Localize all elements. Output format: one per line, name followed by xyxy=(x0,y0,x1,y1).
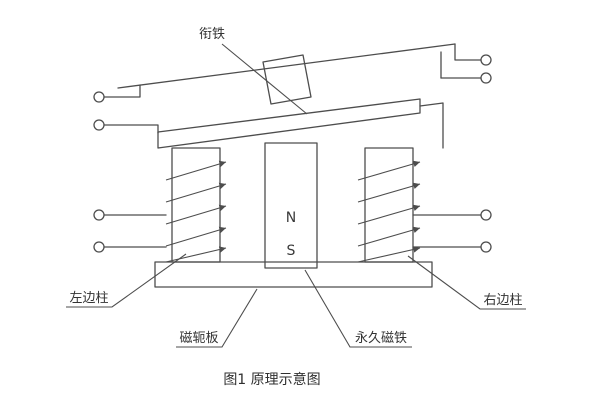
wire-line xyxy=(454,43,482,61)
leader-armature xyxy=(221,43,308,115)
label-left-column: 左边柱 xyxy=(69,291,108,306)
coil-winding-line xyxy=(357,226,421,247)
coil-winding-line xyxy=(165,160,227,181)
terminal-circle xyxy=(93,119,105,131)
right-coil-winding xyxy=(357,160,421,263)
armature-bar xyxy=(157,98,421,149)
coil-winding-line xyxy=(357,246,421,263)
wire-line xyxy=(103,124,159,134)
wire-line xyxy=(419,102,444,149)
contact-block xyxy=(262,54,312,105)
right-coil-column xyxy=(364,147,414,263)
magnet-pole-n: N xyxy=(286,210,296,226)
upper-spring-line xyxy=(117,43,456,89)
coil-winding-line xyxy=(165,226,227,247)
top-right-wiring xyxy=(419,43,482,149)
label-armature: 衔铁 xyxy=(199,27,225,42)
label-yoke-plate: 磁轭板 xyxy=(179,330,218,346)
terminals xyxy=(93,54,492,253)
label-right-column: 右边柱 xyxy=(483,293,522,308)
figure-caption: 图1 原理示意图 xyxy=(223,371,320,388)
yoke-base-plate xyxy=(154,261,433,288)
coil-winding-line xyxy=(357,182,421,203)
coil-winding-line xyxy=(357,160,421,181)
leader-lines xyxy=(66,43,526,348)
left-wiring xyxy=(103,84,167,248)
leader-permanent-magnet xyxy=(304,269,412,348)
magnet-pole-s: S xyxy=(287,243,296,259)
terminal-circle xyxy=(93,241,105,253)
leader-yoke-plate xyxy=(176,288,258,348)
terminal-circle xyxy=(480,54,492,66)
terminal-circle xyxy=(93,209,105,221)
leader-left-column xyxy=(66,253,187,308)
leader-right-column xyxy=(407,255,526,310)
left-coil-winding xyxy=(165,160,227,263)
terminal-circle xyxy=(480,72,492,84)
terminal-circle xyxy=(480,209,492,221)
label-permanent-magnet: 永久磁铁 xyxy=(355,331,407,346)
wire-line xyxy=(103,84,141,98)
terminal-circle xyxy=(480,241,492,253)
left-coil-column xyxy=(171,147,221,263)
coil-winding-line xyxy=(165,204,227,225)
permanent-magnet xyxy=(264,142,318,269)
terminal-circle xyxy=(93,91,105,103)
coil-winding-line xyxy=(165,246,227,263)
coil-winding-line xyxy=(165,182,227,203)
coil-winding-line xyxy=(357,204,421,225)
right-wiring xyxy=(412,214,482,248)
